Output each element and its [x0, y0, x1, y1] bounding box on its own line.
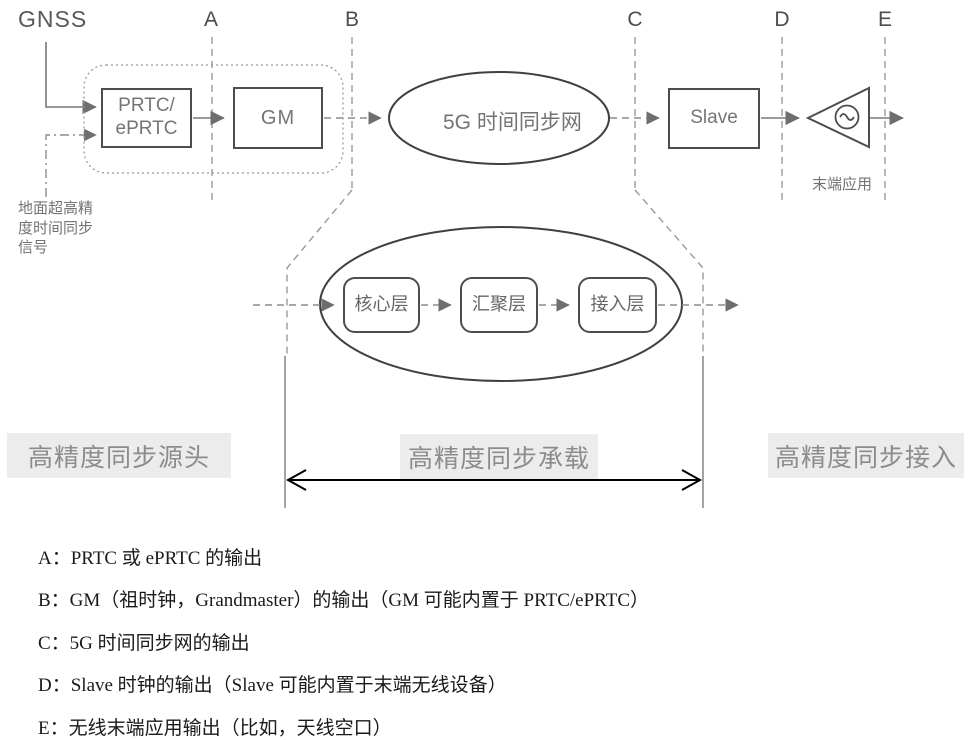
legend-line-c: C：5G 时间同步网的输出 — [38, 633, 250, 654]
legend-line-a: A：PRTC 或 ePRTC 的输出 — [38, 548, 263, 569]
stage-label-sync-source: 高精度同步源头 — [7, 433, 231, 478]
legend-line-d: D：Slave 时钟的输出（Slave 可能内置于末端无线设备） — [38, 675, 507, 696]
node-slave: Slave — [668, 88, 760, 149]
node-gm: GM — [233, 87, 323, 149]
sync-network-label: 5G 时间同步网 — [443, 111, 582, 134]
stage-label-sync-bearer: 高精度同步承载 — [400, 434, 598, 479]
clock-icon — [834, 104, 860, 130]
ground-signal-connector-line — [45, 128, 97, 197]
fanout-right-line — [634, 189, 704, 357]
marker-label-c: C — [627, 8, 643, 31]
node-access-layer: 接入层 — [578, 277, 657, 333]
marker-label-b: B — [344, 8, 360, 31]
sync-network-ellipse — [388, 71, 610, 165]
stage-label-sync-access: 高精度同步接入 — [768, 433, 964, 478]
legend-line-e: E：无线末端应用输出（比如，天线空口） — [38, 718, 392, 739]
fanout-left-line — [286, 189, 353, 357]
marker-label-a: A — [203, 8, 219, 31]
gnss-connector-line — [45, 42, 97, 115]
legend-line-b: B：GM（祖时钟，Grandmaster）的输出（GM 可能内置于 PRTC/e… — [38, 590, 649, 611]
marker-label-d: D — [774, 8, 790, 31]
node-prtc: PRTC/ ePRTC — [101, 88, 192, 148]
ground-signal-label: 地面超高精 度时间同步 信号 — [18, 200, 94, 256]
bearer-span-arrow — [285, 469, 703, 491]
fanout-lines — [286, 189, 704, 357]
marker-label-e: E — [877, 8, 893, 31]
terminal-app-label: 末端应用 — [812, 176, 873, 193]
terminal-amplifier-icon — [805, 86, 870, 149]
node-aggregation-layer: 汇聚层 — [460, 277, 538, 333]
sync-source-domain-outline — [83, 64, 344, 174]
gnss-label: GNSS — [18, 6, 88, 32]
node-core-layer: 核心层 — [343, 277, 420, 333]
